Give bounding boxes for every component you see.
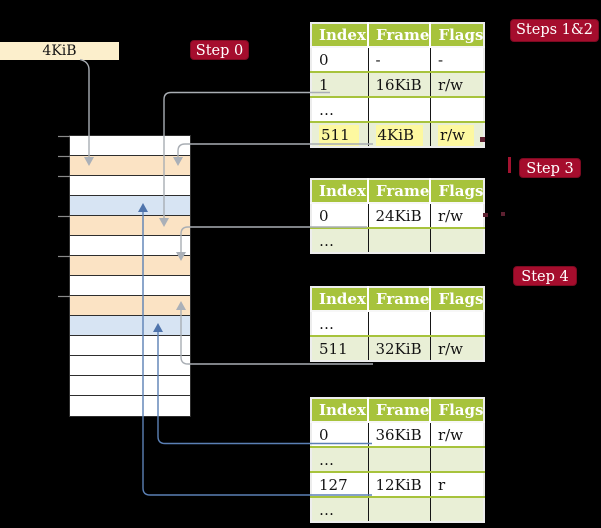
col-header-frame: Frame bbox=[368, 287, 432, 311]
address-ticks bbox=[58, 135, 70, 298]
badge-step-0: Step 0 bbox=[190, 40, 249, 60]
table-row: 1 16KiB r/w bbox=[311, 71, 485, 97]
table-row-ellipsis: … bbox=[311, 310, 485, 336]
memory-row-white bbox=[70, 336, 190, 356]
cell-frame: - bbox=[368, 46, 431, 72]
cell-flags bbox=[430, 496, 485, 522]
col-header-flags: Flags bbox=[430, 398, 485, 422]
cell-index: … bbox=[311, 446, 369, 472]
table-row-ellipsis: … bbox=[311, 496, 485, 522]
table-header-row: Index Frame Flags bbox=[311, 287, 485, 311]
cell-index: 511 bbox=[311, 335, 369, 361]
col-header-flags: Flags bbox=[430, 287, 485, 311]
table-header-row: Index Frame Flags bbox=[311, 179, 485, 203]
badge-steps-1-2: Steps 1&2 bbox=[510, 19, 599, 42]
cell-index: 0 bbox=[311, 46, 369, 72]
table-row: 0 36KiB r/w bbox=[311, 421, 485, 447]
cell-frame: 12KiB bbox=[368, 471, 431, 497]
memory-row-blue bbox=[70, 316, 190, 336]
memory-row-white bbox=[70, 176, 190, 196]
frame-address-label: 4KiB bbox=[0, 42, 119, 60]
col-header-flags: Flags bbox=[430, 23, 485, 47]
cell-flags bbox=[430, 96, 485, 122]
col-header-index: Index bbox=[311, 179, 369, 203]
memory-row-white bbox=[70, 236, 190, 256]
table-row: 0 24KiB r/w bbox=[311, 202, 485, 228]
memory-row-white bbox=[70, 396, 190, 416]
cell-flags: r/w bbox=[430, 421, 485, 447]
memory-row-white bbox=[70, 136, 190, 156]
badge-step-4: Step 4 bbox=[513, 266, 577, 286]
col-header-index: Index bbox=[311, 23, 369, 47]
table-row: 127 12KiB r bbox=[311, 471, 485, 497]
cell-flags: r bbox=[430, 471, 485, 497]
table-header-row: Index Frame Flags bbox=[311, 398, 485, 422]
page-table-level-1: Index Frame Flags 0 36KiB r/w … 127 12Ki… bbox=[310, 397, 486, 523]
cell-index: … bbox=[311, 96, 369, 122]
cell-flags: r/w bbox=[430, 335, 485, 361]
badge-step-3: Step 3 bbox=[519, 158, 581, 178]
table-header-row: Index Frame Flags bbox=[311, 23, 485, 47]
cell-frame bbox=[368, 446, 431, 472]
page-table-step-4: Index Frame Flags … 511 32KiB r/w bbox=[310, 286, 486, 362]
highlight-span: 4KiB bbox=[375, 124, 424, 146]
cell-frame bbox=[368, 96, 431, 122]
cell-index: 0 bbox=[311, 202, 369, 228]
table-row-ellipsis: … bbox=[311, 446, 485, 472]
cell-flags: r/w bbox=[430, 202, 485, 228]
table-row-ellipsis: … bbox=[311, 227, 485, 253]
memory-row-white bbox=[70, 276, 190, 296]
cell-index: 127 bbox=[311, 471, 369, 497]
cell-frame bbox=[368, 310, 431, 336]
page-table-steps-1-2: Index Frame Flags 0 - - 1 16KiB r/w … 51… bbox=[310, 22, 486, 148]
memory-row-orange bbox=[70, 216, 190, 236]
cell-flags: r/w bbox=[430, 71, 485, 97]
cell-flags bbox=[430, 227, 485, 253]
cell-flags: r/w bbox=[430, 121, 485, 147]
col-header-frame: Frame bbox=[368, 398, 432, 422]
col-header-frame: Frame bbox=[368, 23, 432, 47]
table-row: 511 32KiB r/w bbox=[311, 335, 485, 361]
memory-row-orange bbox=[70, 256, 190, 276]
cell-frame: 16KiB bbox=[368, 71, 431, 97]
cell-frame: 32KiB bbox=[368, 335, 431, 361]
cell-frame bbox=[368, 496, 431, 522]
memory-row-white bbox=[70, 376, 190, 396]
cell-index: 1 bbox=[311, 71, 369, 97]
memory-row-orange bbox=[70, 156, 190, 176]
cell-index: … bbox=[311, 227, 369, 253]
cell-index: … bbox=[311, 496, 369, 522]
cell-index: 0 bbox=[311, 421, 369, 447]
cell-flags: - bbox=[430, 46, 485, 72]
highlight-span: 511 bbox=[319, 124, 359, 146]
cell-frame: 4KiB bbox=[368, 121, 431, 147]
cell-frame bbox=[368, 227, 431, 253]
col-header-index: Index bbox=[311, 287, 369, 311]
physical-memory-column bbox=[70, 136, 190, 416]
memory-row-orange bbox=[70, 296, 190, 316]
table-row-ellipsis: … bbox=[311, 96, 485, 122]
cell-flags bbox=[430, 310, 485, 336]
col-header-flags: Flags bbox=[430, 179, 485, 203]
cell-frame: 36KiB bbox=[368, 421, 431, 447]
col-header-frame: Frame bbox=[368, 179, 432, 203]
col-header-index: Index bbox=[311, 398, 369, 422]
table-row: 0 - - bbox=[311, 46, 485, 72]
cell-index: … bbox=[311, 310, 369, 336]
table-row-highlighted: 511 4KiB r/w bbox=[311, 121, 485, 147]
memory-row-white bbox=[70, 356, 190, 376]
highlight-span: r/w bbox=[437, 124, 475, 146]
cell-index: 511 bbox=[311, 121, 369, 147]
memory-row-blue bbox=[70, 196, 190, 216]
cell-frame: 24KiB bbox=[368, 202, 431, 228]
page-table-step-3: Index Frame Flags 0 24KiB r/w … bbox=[310, 178, 486, 254]
cell-flags bbox=[430, 446, 485, 472]
